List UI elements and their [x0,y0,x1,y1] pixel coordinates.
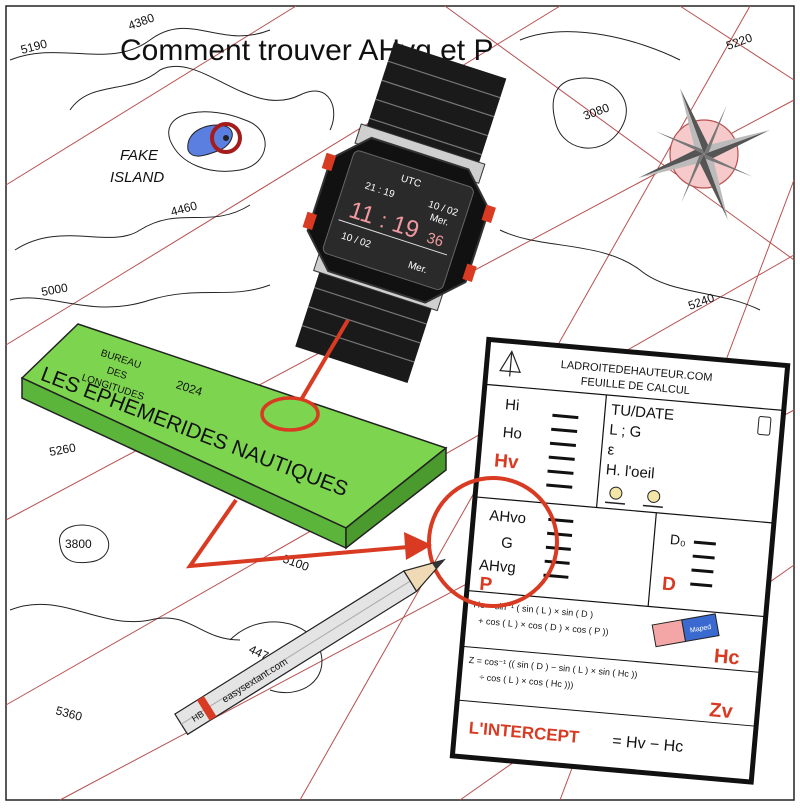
label-d0: D₀ [669,531,686,548]
contour-line [168,111,266,172]
sheet-divider [647,512,657,607]
watch-button [321,152,337,172]
ahvg-highlight-circle [427,476,559,608]
calculator-icon [757,415,772,436]
label-g: G [500,534,513,552]
limb-underline [604,501,626,505]
island-target-circle [210,122,242,154]
eraser-blue-sleeve [681,613,720,643]
compass-point [704,130,770,159]
eraser-brand: Maped [689,624,711,635]
calculation-sheet: LADROITEDEHAUTEUR.COM FEUILLE DE CALCUL … [449,336,791,785]
contour-line [9,284,271,308]
compass-point [680,88,709,154]
label-ahvo: AHvo [489,507,527,527]
watch-seconds: 36 [424,229,445,250]
fake-island [187,122,242,157]
contour-line [59,524,110,564]
label-epsilon: ε [607,441,615,459]
contour-line [519,31,681,61]
sheet-divider [459,699,755,727]
depth-label: 5260 [48,440,77,458]
entry-dashes-left [546,413,579,489]
label-ho: Ho [502,424,523,443]
watch-button [481,204,496,223]
arrow-head [404,532,432,560]
sheet-divider [486,383,782,411]
pencil-lead [431,559,445,570]
depth-label: 5190 [19,36,49,57]
pencil-facet [181,580,411,725]
compass-rose [638,88,770,220]
sun-limb-icon [647,489,661,503]
sun-limb-icon [609,486,623,500]
depth-label: 3800 [65,537,92,551]
sheet-divider [595,394,608,508]
label-tu-date: TU/DATE [610,401,674,423]
strap-segments-top [369,60,501,156]
strap-segments-bottom [301,287,427,363]
contour-line [69,65,335,131]
compass-point [699,154,728,220]
sheet-border [449,336,791,785]
compass-point [638,149,704,178]
depth-label: 5360 [54,703,84,724]
sheet-divider [468,590,764,618]
label-zv: Zv [708,699,734,723]
contour-line [14,204,251,251]
watch-button [462,263,477,282]
island-label-line-1: FAKE [120,147,159,164]
book-highlight-circle [260,396,320,432]
limb-underline [642,504,663,509]
label-h-oeil: H. l'oeil [605,461,655,482]
arrow-book-to-sheet [185,498,421,569]
entry-dashes-right [690,540,716,588]
contour-line [9,603,241,641]
watch-button [302,211,318,231]
label-d: D [661,574,677,596]
label-l-g: L ; G [609,421,642,441]
island-shape [187,124,233,157]
arrow-watch-to-book [296,318,350,407]
pencil-tip [402,558,446,593]
pencil-band [196,695,217,721]
depth-label: 4460 [169,198,199,219]
grid-line [679,5,795,81]
label-p: P [479,574,494,596]
label-hv: Hv [493,450,519,473]
intercept-formula: = Hv − Hc [612,733,684,756]
watch-screen [322,150,474,290]
eraser: Maped [651,613,720,648]
depth-label: 5000 [40,280,69,298]
grid-line [5,5,561,346]
contour-line [552,77,627,149]
contour-line [499,229,761,311]
eraser-pink-end [651,619,687,648]
contour-line [9,27,271,61]
island-target-dot [223,135,229,141]
grid-line [444,5,795,261]
label-hi: Hi [504,396,520,414]
label-hc: Hc [713,645,740,669]
sheet-divider [463,645,759,673]
label-ahvg: AHvg [478,557,516,577]
island-label-line-2: ISLAND [110,169,164,186]
watch-screen-divider [338,219,448,256]
book-spine [345,446,447,550]
sheet-sextant-logo [499,350,521,377]
sheet-divider [476,496,772,524]
